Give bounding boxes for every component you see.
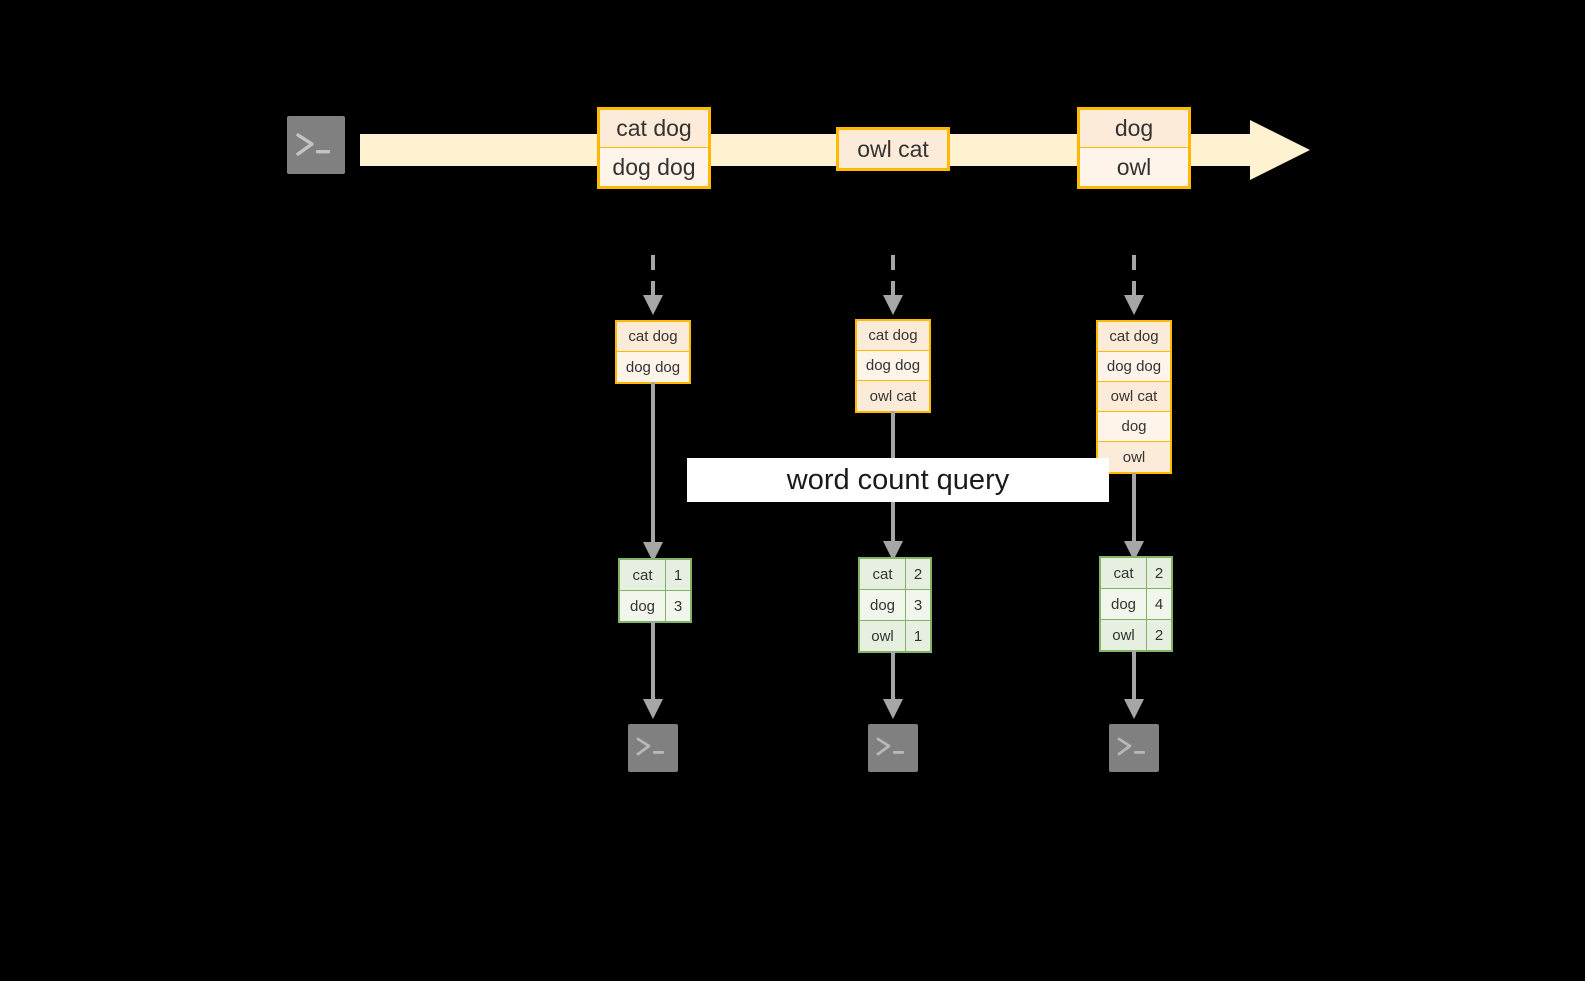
table-row: owl 2 bbox=[1101, 620, 1171, 650]
message-line: cat dog bbox=[600, 110, 708, 148]
prompt-glyph bbox=[1109, 724, 1159, 772]
snapshot-1-result-table[interactable]: cat 1 dog 3 bbox=[618, 558, 692, 623]
snapshot-2-input-box[interactable]: cat dog dog dog owl cat bbox=[855, 319, 931, 413]
prompt-glyph bbox=[868, 724, 918, 772]
word-cell: owl bbox=[860, 621, 906, 651]
input-line: owl bbox=[1098, 442, 1170, 472]
word-cell: dog bbox=[1101, 589, 1147, 619]
input-line: cat dog bbox=[617, 322, 689, 352]
input-line: owl cat bbox=[1098, 382, 1170, 412]
stream-message-1[interactable]: cat dog dog dog bbox=[597, 107, 711, 189]
input-line: cat dog bbox=[857, 321, 929, 351]
snapshot-3-input-box[interactable]: cat dog dog dog owl cat dog owl bbox=[1096, 320, 1172, 474]
sink-connector-2 bbox=[883, 651, 903, 721]
word-cell: cat bbox=[620, 560, 666, 590]
table-row: cat 1 bbox=[620, 560, 690, 591]
table-row: cat 2 bbox=[1101, 558, 1171, 589]
word-cell: owl bbox=[1101, 620, 1147, 650]
input-line: dog dog bbox=[857, 351, 929, 381]
dashed-connector-1 bbox=[641, 255, 665, 317]
snapshot-2-sink-terminal-icon bbox=[860, 716, 926, 780]
prompt-glyph bbox=[287, 116, 345, 174]
stream-message-2[interactable]: owl cat bbox=[836, 127, 950, 171]
dashed-connector-3 bbox=[1122, 255, 1146, 317]
sink-connector-1 bbox=[643, 621, 663, 721]
dashed-connector-2 bbox=[881, 255, 905, 317]
snapshot-3-sink-terminal-icon bbox=[1101, 716, 1167, 780]
word-cell: cat bbox=[860, 559, 906, 589]
message-line: dog bbox=[1080, 110, 1188, 148]
message-line: owl bbox=[1080, 148, 1188, 186]
input-line: cat dog bbox=[1098, 322, 1170, 352]
source-terminal-icon bbox=[277, 106, 355, 184]
snapshot-1-sink-terminal-icon bbox=[620, 716, 686, 780]
query-connector-3 bbox=[1124, 473, 1144, 563]
message-line: dog dog bbox=[600, 148, 708, 186]
message-line: owl cat bbox=[839, 130, 947, 168]
count-cell: 3 bbox=[666, 591, 690, 621]
table-row: owl 1 bbox=[860, 621, 930, 651]
input-line: dog bbox=[1098, 412, 1170, 442]
word-cell: cat bbox=[1101, 558, 1147, 588]
input-line: owl cat bbox=[857, 381, 929, 411]
snapshot-1-input-box[interactable]: cat dog dog dog bbox=[615, 320, 691, 384]
snapshot-3-result-table[interactable]: cat 2 dog 4 owl 2 bbox=[1099, 556, 1173, 652]
stream-message-3[interactable]: dog owl bbox=[1077, 107, 1191, 189]
count-cell: 2 bbox=[1147, 620, 1171, 650]
input-line: dog dog bbox=[617, 352, 689, 382]
table-row: dog 4 bbox=[1101, 589, 1171, 620]
count-cell: 2 bbox=[906, 559, 930, 589]
input-line: dog dog bbox=[1098, 352, 1170, 382]
query-label: word count query bbox=[687, 458, 1109, 502]
prompt-glyph bbox=[628, 724, 678, 772]
count-cell: 2 bbox=[1147, 558, 1171, 588]
word-cell: dog bbox=[620, 591, 666, 621]
count-cell: 1 bbox=[666, 560, 690, 590]
sink-connector-3 bbox=[1124, 650, 1144, 721]
table-row: cat 2 bbox=[860, 559, 930, 590]
count-cell: 3 bbox=[906, 590, 930, 620]
query-connector-1 bbox=[643, 382, 663, 564]
count-cell: 1 bbox=[906, 621, 930, 651]
table-row: dog 3 bbox=[620, 591, 690, 621]
count-cell: 4 bbox=[1147, 589, 1171, 619]
word-cell: dog bbox=[860, 590, 906, 620]
snapshot-2-result-table[interactable]: cat 2 dog 3 owl 1 bbox=[858, 557, 932, 653]
table-row: dog 3 bbox=[860, 590, 930, 621]
